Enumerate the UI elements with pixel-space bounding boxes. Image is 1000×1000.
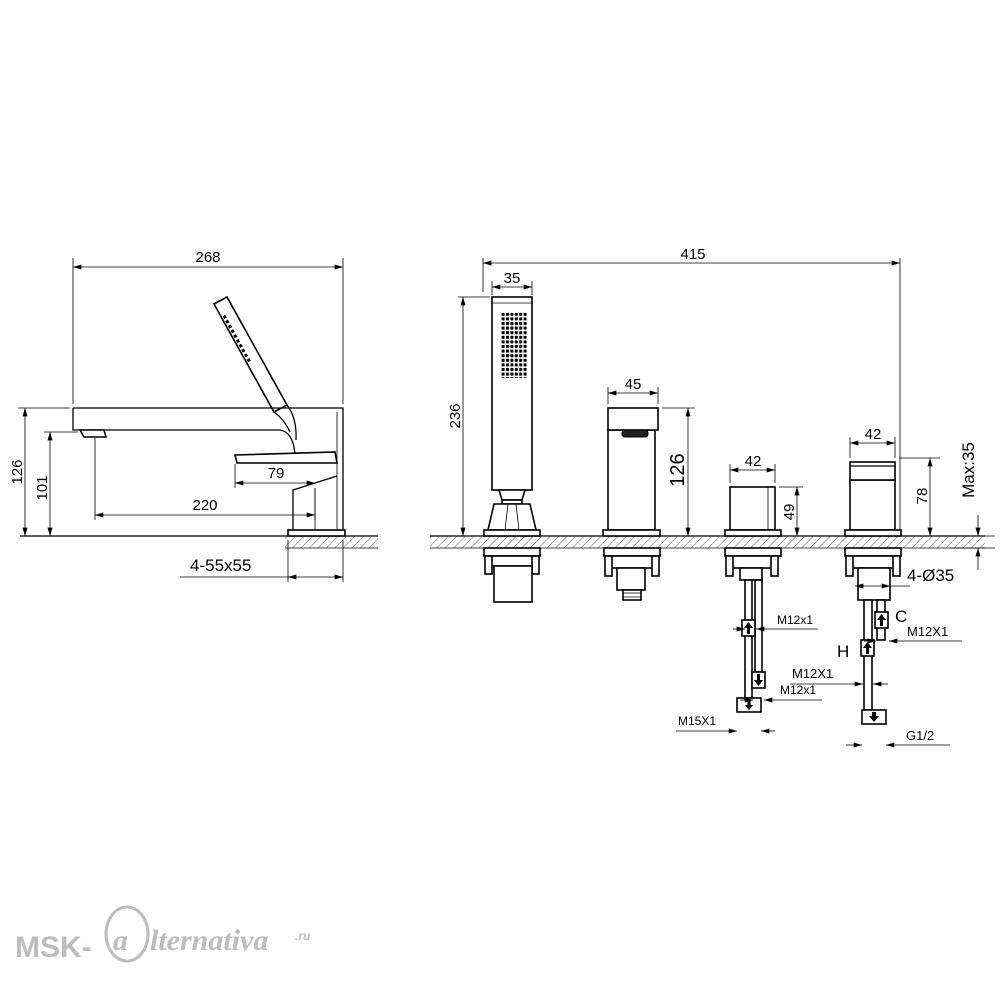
hot-label: H — [837, 642, 849, 661]
mixer — [724, 486, 782, 713]
hose-left — [744, 579, 753, 699]
dim-220: 220 — [94, 438, 316, 520]
dim-base-size: 4-55x55 — [180, 540, 344, 582]
front-view: 415 35 236 — [430, 246, 995, 748]
dim-label: 42 — [745, 453, 762, 470]
watermark-prefix: MSK- — [15, 931, 92, 964]
hose-right — [754, 579, 763, 673]
side-spout-body — [72, 407, 346, 537]
dim-45: 45 — [607, 376, 659, 404]
deck-hatch — [285, 536, 378, 548]
spout — [602, 407, 661, 601]
dim-label: 126 — [667, 453, 689, 486]
dim-42-mixer: 42 — [729, 453, 776, 483]
spray-nozzle-grid — [501, 313, 527, 378]
dim-label: 126 — [9, 459, 26, 484]
dim-label: 79 — [268, 465, 285, 482]
hose-guide — [493, 565, 533, 603]
dim-label: 415 — [680, 246, 705, 263]
dim-label: 35 — [504, 270, 521, 287]
dim-label: 4-Ø35 — [907, 566, 954, 585]
dim-126-side: 126 — [9, 407, 70, 537]
dim-deck-thickness: Max:35 — [950, 442, 995, 570]
dim-label: 220 — [192, 497, 217, 514]
arrow-up-icon — [874, 611, 889, 629]
thread-label: G1/2 — [906, 728, 934, 743]
hand-shower — [483, 296, 541, 603]
side-aerator — [78, 429, 108, 438]
dim-label: 42 — [865, 426, 882, 443]
dim-236: 236 — [447, 296, 490, 537]
supply-nut — [861, 709, 887, 725]
thread-lower: M12x1 — [740, 683, 822, 703]
side-lever — [233, 451, 338, 464]
dim-35: 35 — [491, 270, 533, 295]
diverter — [844, 461, 902, 725]
dim-268: 268 — [72, 249, 344, 404]
side-base-plate — [287, 529, 346, 537]
dim-label: 268 — [195, 249, 220, 266]
at-sign-icon — [104, 905, 150, 963]
dim-hole: 4-Ø35 — [854, 566, 954, 589]
cold-label: C — [895, 607, 907, 626]
thread-label: M12X1 — [907, 624, 948, 639]
dim-101: 101 — [34, 431, 78, 537]
dim-79: 79 — [234, 464, 315, 488]
watermark-tld: .ru — [295, 929, 311, 943]
shower-holder — [486, 503, 538, 531]
dim-label: 101 — [34, 475, 51, 500]
cold-inlet: C M12X1 — [864, 607, 962, 644]
watermark-letter: a — [113, 924, 128, 957]
arrow-up-icon — [741, 619, 756, 637]
aerator — [621, 429, 649, 438]
hot-inlet: H M12X1 — [790, 642, 888, 687]
deck-hatch — [430, 536, 985, 548]
dim-label: Max:35 — [959, 442, 978, 498]
watermark-logo: MSK- a lternativa .ru — [15, 905, 311, 964]
dim-label: 49 — [781, 504, 798, 521]
arrow-up-icon — [860, 639, 875, 657]
side-view: 268 126 101 79 220 4-55x55 — [9, 249, 378, 582]
thread-label: M12x1 — [777, 613, 813, 627]
side-hand-shower — [212, 295, 297, 441]
watermark-suffix: lternativa — [150, 924, 268, 957]
thread-outlet: M15X1 — [676, 714, 775, 734]
dim-78: 78 — [899, 457, 940, 537]
dim-label: 236 — [447, 403, 464, 428]
thread-label: M12X1 — [792, 666, 833, 681]
arrow-down-icon — [751, 671, 766, 689]
dim-label: 78 — [914, 488, 931, 505]
dim-415: 415 — [482, 246, 901, 532]
dim-label: 45 — [625, 376, 642, 393]
thread-upper: M12x1 — [733, 613, 818, 632]
thread-label: M15X1 — [678, 714, 716, 728]
diverter-knob — [849, 461, 896, 481]
dim-49: 49 — [779, 486, 803, 537]
dim-42-diverter: 42 — [849, 426, 896, 458]
dim-126-front: 126 — [662, 407, 695, 537]
thread-label: M12x1 — [780, 683, 816, 697]
supply-thread: G1/2 — [846, 728, 950, 748]
dim-label: 4-55x55 — [190, 556, 251, 575]
